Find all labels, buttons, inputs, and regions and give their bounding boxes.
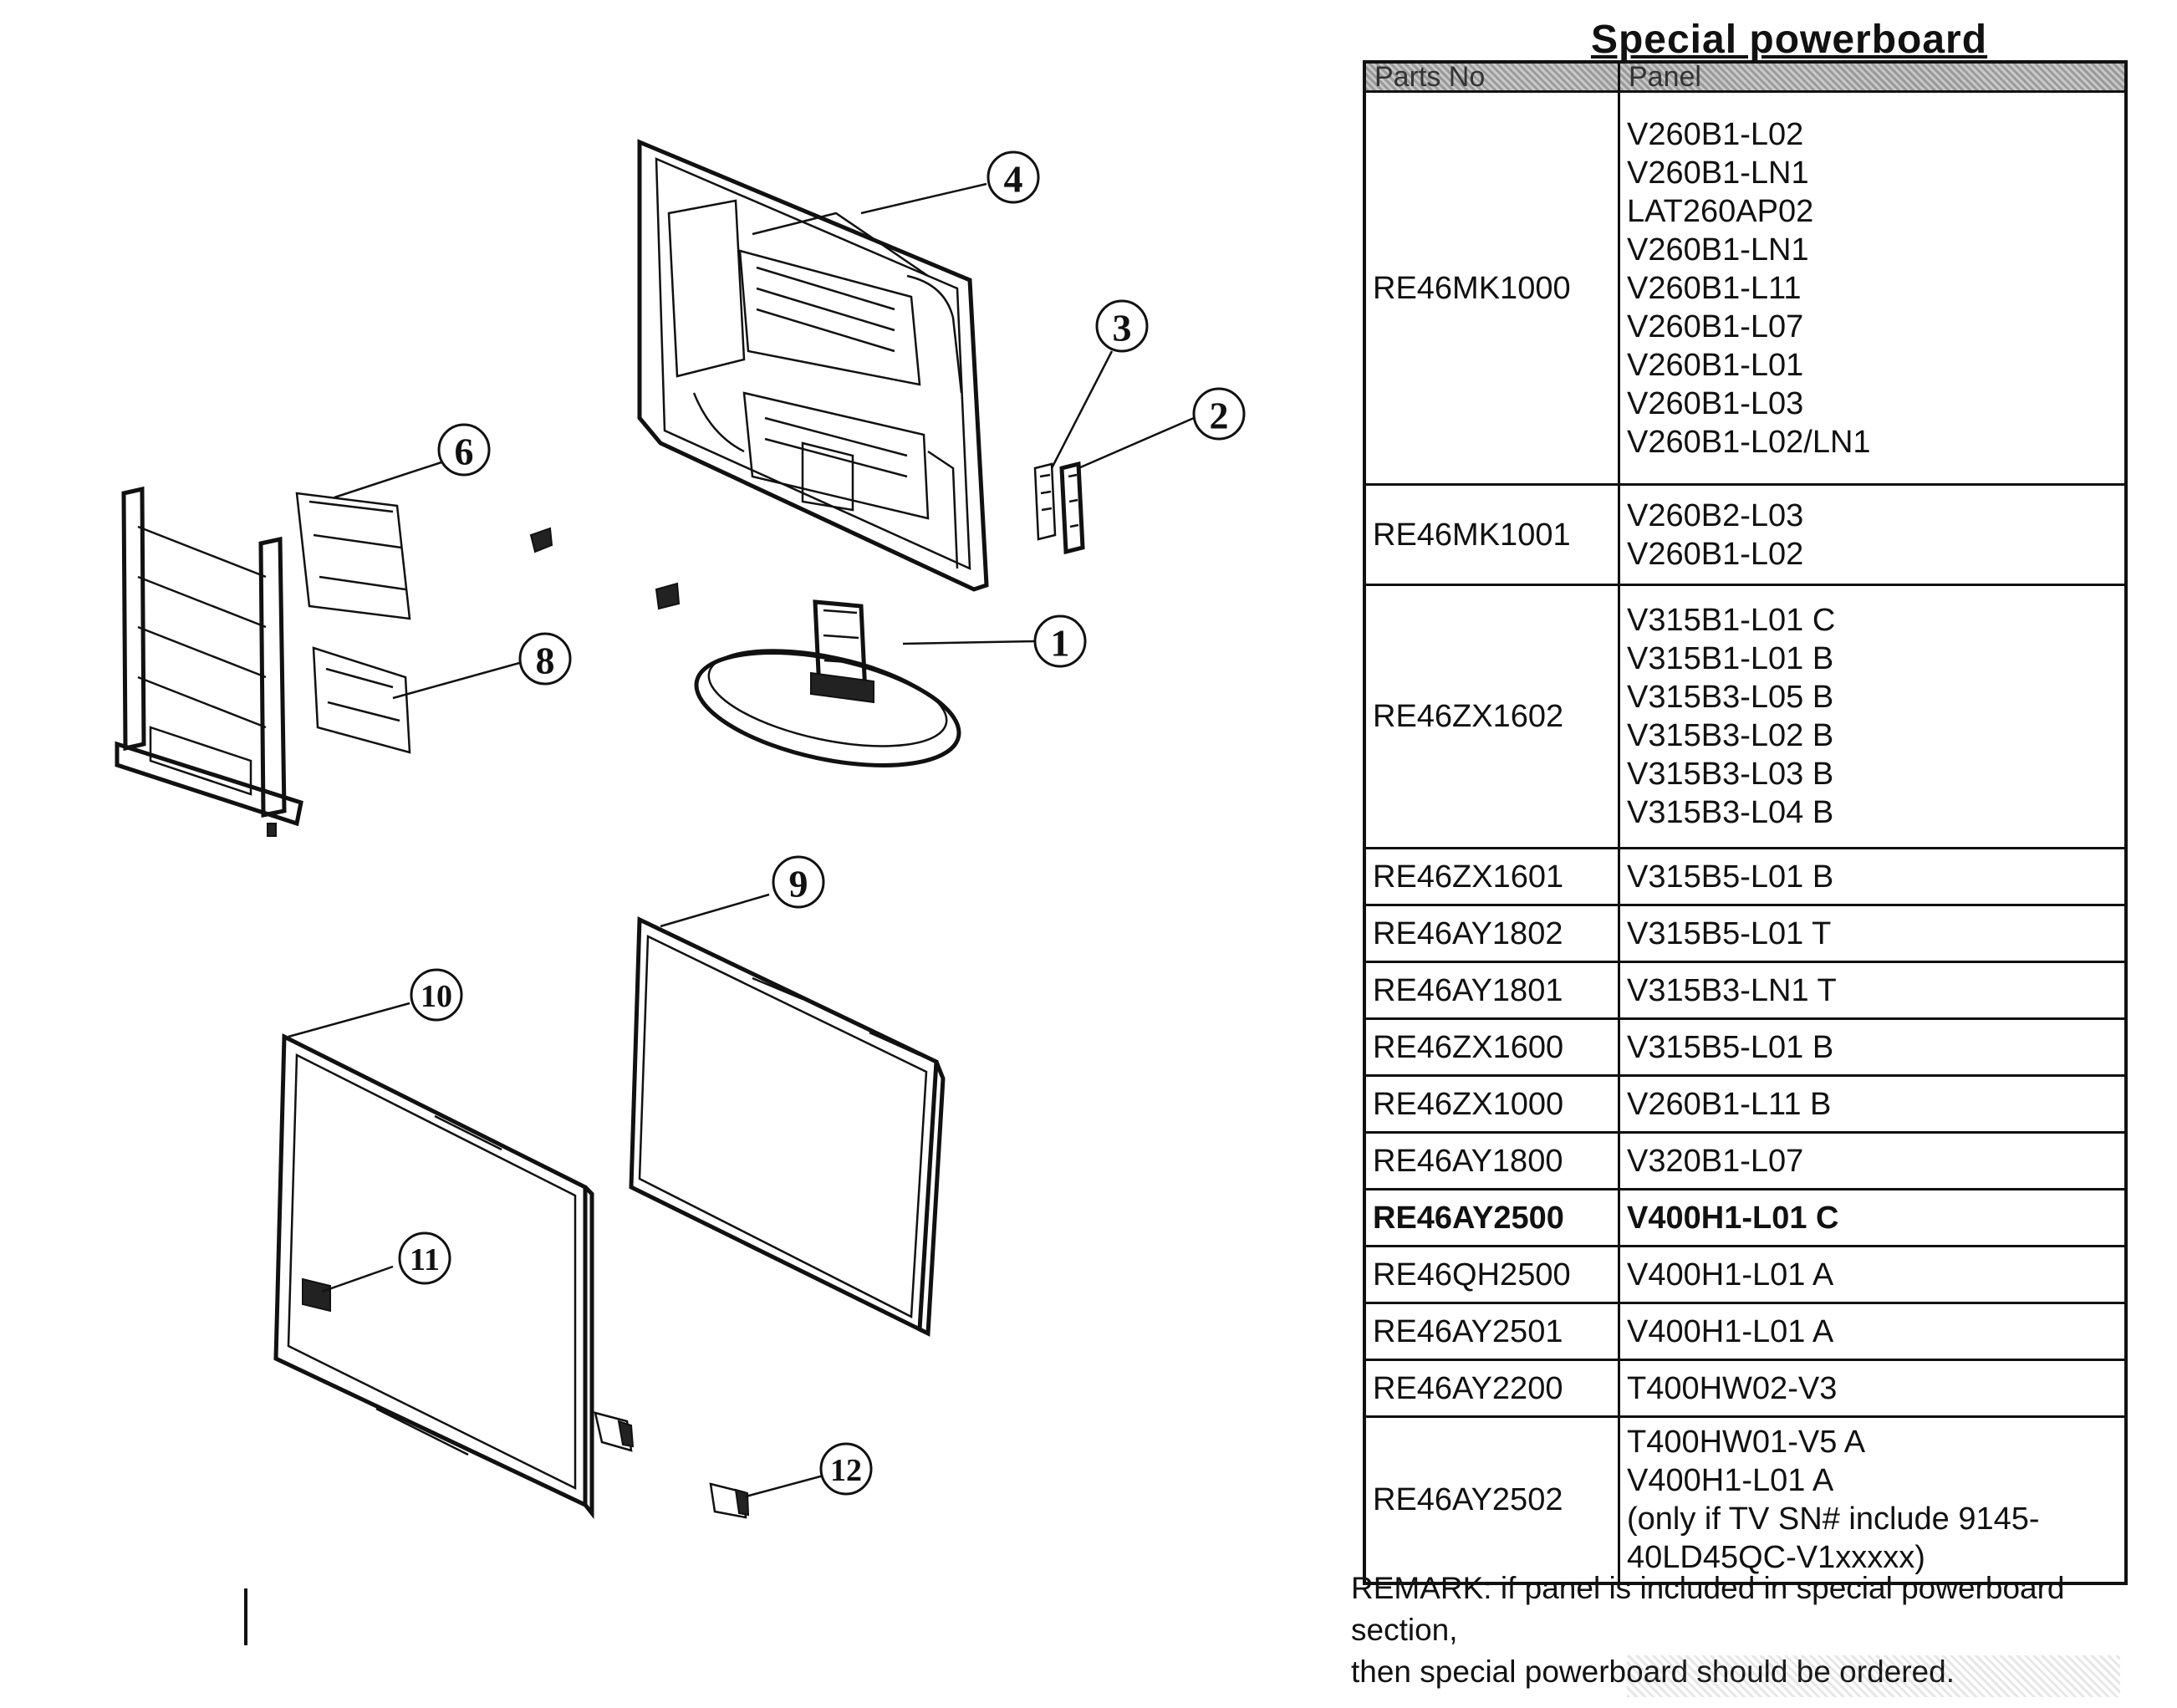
svg-text:10: 10 <box>421 979 452 1014</box>
svg-text:4: 4 <box>1004 158 1023 201</box>
table-row: RE46AY1802 V315B5-L01 T <box>1363 904 2128 963</box>
part-lcd-panel <box>629 916 946 1337</box>
part-number: RE46AY2500 <box>1363 1188 1620 1247</box>
part-number: RE46ZX1602 <box>1363 584 1620 849</box>
svg-text:8: 8 <box>536 640 555 682</box>
part-number: RE46AY1800 <box>1363 1131 1620 1191</box>
callout-8: 8 <box>518 632 572 686</box>
part-small-clips <box>529 527 681 610</box>
part-key-bracket <box>1059 461 1085 555</box>
part-front-bezel <box>273 1033 594 1520</box>
part-number: RE46MK1000 <box>1363 90 1620 486</box>
callout-12: 12 <box>819 1442 873 1496</box>
panel-models: V400H1-L01 C <box>1618 1188 2128 1247</box>
callout-11: 11 <box>398 1231 451 1285</box>
remark-note: REMARK: if panel is included in special … <box>1351 1568 2137 1697</box>
panel-models: V260B2-L03 V260B1-L02 <box>1618 483 2128 586</box>
table-row: RE46AY1801 V315B3-LN1 T <box>1363 961 2128 1020</box>
callout-9: 9 <box>772 855 825 909</box>
callout-leader-lines <box>288 182 1195 1498</box>
svg-text:9: 9 <box>789 863 808 905</box>
callout-10: 10 <box>410 968 463 1022</box>
table-row: RE46AY2500 V400H1-L01 C <box>1363 1188 2128 1247</box>
table-row: RE46AY2501 V400H1-L01 A <box>1363 1302 2128 1361</box>
table-row: RE46ZX1601 V315B5-L01 B <box>1363 847 2128 906</box>
part-number: RE46AY2200 <box>1363 1359 1620 1418</box>
panel-models: V320B1-L07 <box>1618 1131 2128 1191</box>
part-number: RE46AY1801 <box>1363 961 1620 1020</box>
table-row: RE46ZX1000 V260B1-L11 B <box>1363 1074 2128 1134</box>
part-rear-cover <box>637 139 989 592</box>
table-row: RE46AY1800 V320B1-L07 <box>1363 1131 2128 1191</box>
svg-text:11: 11 <box>410 1242 440 1277</box>
panel-models: V315B5-L01 B <box>1618 847 2128 906</box>
part-number: RE46AY2502 <box>1363 1415 1620 1585</box>
callout-4: 4 <box>987 150 1040 204</box>
panel-models: V315B1-L01 C V315B1-L01 B V315B3-L05 B V… <box>1618 584 2128 849</box>
part-ir-window <box>302 1277 331 1313</box>
panel-models: V315B5-L01 T <box>1618 904 2128 963</box>
table-row: RE46AY2200 T400HW02-V3 <box>1363 1359 2128 1418</box>
part-number: RE46QH2500 <box>1363 1245 1620 1304</box>
part-chassis-frame <box>115 486 303 837</box>
part-number: RE46MK1001 <box>1363 483 1620 586</box>
callout-3: 3 <box>1095 299 1149 353</box>
part-main-board <box>295 492 411 620</box>
panel-models: T400HW02-V3 <box>1618 1359 2128 1418</box>
panel-models: V260B1-L02 V260B1-LN1 LAT260AP02 V260B1-… <box>1618 90 2128 486</box>
special-powerboard-title: Special powerboard <box>1590 18 1988 62</box>
table-row: RE46QH2500 V400H1-L01 A <box>1363 1245 2128 1304</box>
panel-models: V260B1-L11 B <box>1618 1074 2128 1134</box>
panel-models: V315B5-L01 B <box>1618 1017 2128 1077</box>
part-number: RE46ZX1600 <box>1363 1017 1620 1077</box>
panel-models: V400H1-L01 A <box>1618 1302 2128 1361</box>
table-row: RE46MK1001 V260B2-L03 V260B1-L02 <box>1363 483 2128 586</box>
table-header-row: Parts No Panel <box>1363 60 2128 93</box>
callout-1: 1 <box>1033 614 1087 668</box>
part-power-board <box>312 646 411 754</box>
part-number: RE46AY1802 <box>1363 904 1620 963</box>
svg-text:1: 1 <box>1051 622 1070 665</box>
part-number: RE46ZX1601 <box>1363 847 1620 906</box>
header-parts-no: Parts No <box>1363 60 1620 93</box>
svg-text:2: 2 <box>1210 395 1229 437</box>
part-number: RE46ZX1000 <box>1363 1074 1620 1134</box>
callout-6: 6 <box>437 423 491 477</box>
table-row: RE46AY2502 T400HW01-V5 A V400H1-L01 A (o… <box>1363 1415 2128 1585</box>
special-powerboard-table: Parts No Panel RE46MK1000 V260B1-L02 V26… <box>1363 60 2128 1585</box>
scan-mark <box>244 1588 247 1645</box>
panel-models: V315B3-LN1 T <box>1618 961 2128 1020</box>
part-foot-left <box>594 1411 635 1452</box>
part-stand <box>694 599 961 767</box>
header-panel: Panel <box>1618 60 2128 93</box>
panel-models: V400H1-L01 A <box>1618 1245 2128 1304</box>
svg-text:3: 3 <box>1113 307 1132 349</box>
svg-text:6: 6 <box>455 431 474 473</box>
table-row: RE46ZX1600 V315B5-L01 B <box>1363 1017 2128 1077</box>
part-button-board <box>1033 462 1057 541</box>
special-powerboard-section: Special powerboard Parts No Panel RE46MK… <box>1329 17 2165 1697</box>
part-foot-right <box>709 1482 750 1519</box>
table-row: RE46MK1000 V260B1-L02 V260B1-LN1 LAT260A… <box>1363 90 2128 486</box>
svg-text:12: 12 <box>830 1453 862 1488</box>
panel-models: T400HW01-V5 A V400H1-L01 A (only if TV S… <box>1618 1415 2128 1585</box>
exploded-parts-diagram: 1 2 3 4 6 8 9 10 11 12 <box>115 139 1246 1520</box>
part-number: RE46AY2501 <box>1363 1302 1620 1361</box>
callout-2: 2 <box>1192 387 1246 441</box>
table-row: RE46ZX1602 V315B1-L01 C V315B1-L01 B V31… <box>1363 584 2128 849</box>
